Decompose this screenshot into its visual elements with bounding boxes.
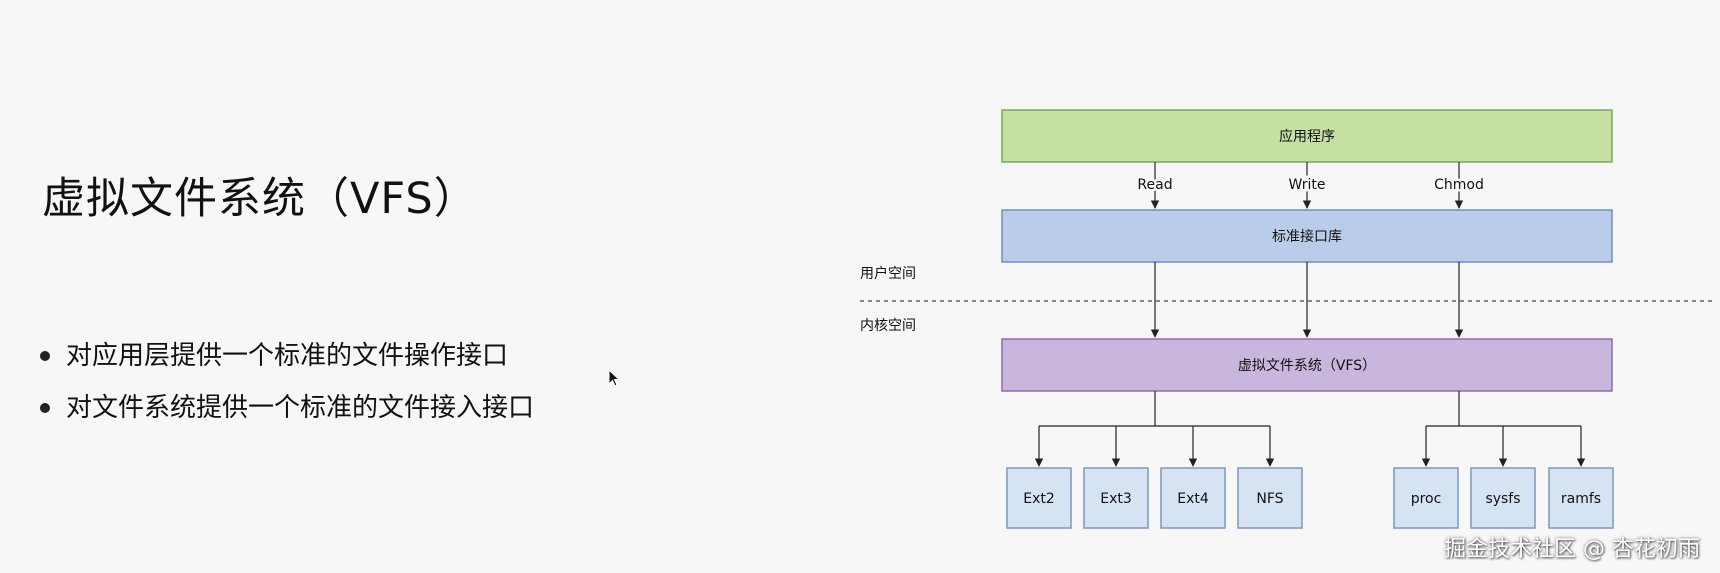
app-box bbox=[1001, 109, 1613, 163]
fs-label-nfs: NFS bbox=[1256, 491, 1283, 507]
fs-label-sysfs: sysfs bbox=[1485, 491, 1520, 507]
fs-box-proc bbox=[1393, 467, 1459, 529]
bullet-dot-icon bbox=[40, 403, 50, 413]
mouse-cursor-icon bbox=[608, 369, 620, 387]
bullet-item: 对应用层提供一个标准的文件操作接口 bbox=[40, 330, 534, 382]
bullet-list: 对应用层提供一个标准的文件操作接口 对文件系统提供一个标准的文件接入接口 bbox=[40, 330, 534, 434]
fs-box-ext3 bbox=[1083, 467, 1149, 529]
fs-label-proc: proc bbox=[1411, 491, 1442, 507]
fs-label-ext4: Ext4 bbox=[1177, 491, 1209, 507]
fs-label-ext2: Ext2 bbox=[1023, 491, 1055, 507]
watermark: 掘金技术社区 @ 杏花初雨 bbox=[1444, 537, 1700, 562]
user-space-label: 用户空间 bbox=[860, 265, 916, 282]
bullet-dot-icon bbox=[40, 351, 50, 361]
fs-box-ramfs bbox=[1548, 467, 1614, 529]
fs-label-ramfs: ramfs bbox=[1561, 491, 1601, 507]
vfs-box-label: 虚拟文件系统（VFS） bbox=[1238, 358, 1376, 374]
bullet-item: 对文件系统提供一个标准的文件接入接口 bbox=[40, 382, 534, 434]
call-read-label: Read bbox=[1137, 177, 1172, 193]
call-chmod-label: Chmod bbox=[1434, 177, 1484, 193]
slide-title: 虚拟文件系统（VFS） bbox=[42, 174, 478, 224]
fs-box-ext2 bbox=[1006, 467, 1072, 529]
kernel-space-label: 内核空间 bbox=[860, 318, 916, 334]
call-write-label: Write bbox=[1289, 177, 1326, 193]
fs-box-ext4 bbox=[1160, 467, 1226, 529]
fs-box-sysfs bbox=[1470, 467, 1536, 529]
fs-label-ext3: Ext3 bbox=[1100, 491, 1132, 507]
fs-box-nfs bbox=[1237, 467, 1303, 529]
bullet-text: 对应用层提供一个标准的文件操作接口 bbox=[66, 341, 509, 371]
app-box-label: 应用程序 bbox=[1279, 128, 1335, 145]
stdlib-box-label: 标准接口库 bbox=[1272, 228, 1342, 245]
vfs-box bbox=[1001, 338, 1613, 392]
bullet-text: 对文件系统提供一个标准的文件接入接口 bbox=[66, 393, 535, 423]
